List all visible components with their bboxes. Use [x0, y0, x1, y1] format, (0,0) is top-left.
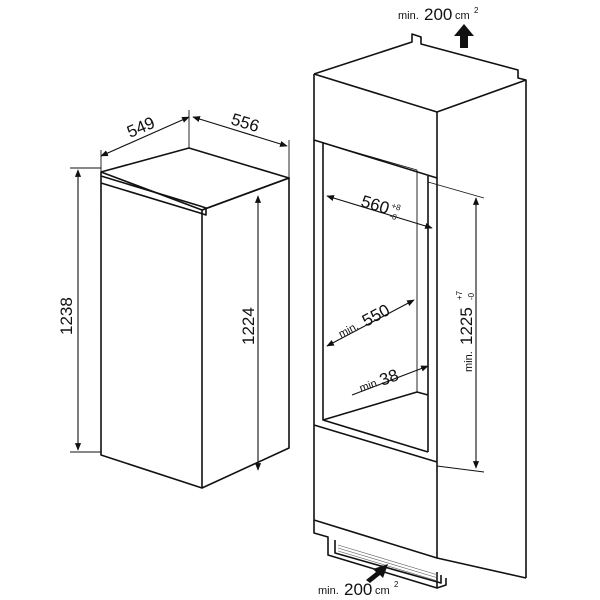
appliance-front-face	[100, 171, 203, 489]
niche-depth-dimension-line	[326, 299, 415, 347]
upper-panel-front	[313, 74, 438, 179]
niche-floor-back-edge	[322, 391, 429, 421]
niche-inner-left	[322, 143, 429, 453]
bottom-vent-unit: cm	[375, 585, 390, 597]
bottom-vent-value: 200	[344, 580, 372, 599]
lower-panel-front	[313, 425, 438, 559]
niche-height-tol-minus: -0	[467, 292, 476, 300]
width-dimension-label: 549	[124, 113, 158, 142]
arrow-diagonal-icon	[366, 564, 388, 583]
depth-dimension-label: 556	[229, 110, 262, 136]
gap-dimension-line	[351, 365, 429, 396]
width-dimension-line	[100, 116, 190, 157]
gap-prefix: min.	[358, 376, 382, 394]
niche-height-value: 1225	[457, 307, 476, 345]
top-ventilation: min. 200 cm 2	[398, 5, 479, 48]
depth-dimension-line	[192, 116, 288, 147]
bottom-vent-prefix: min.	[318, 585, 339, 597]
top-vent-prefix: min.	[398, 10, 419, 22]
appliance-drawing: 549 556 1238 1224	[57, 110, 290, 489]
niche-height-tol-plus: +7	[455, 290, 464, 300]
niche-width-tol-plus: +8	[390, 201, 402, 212]
plinth-outline	[313, 520, 438, 589]
top-vent-unit-sup: 2	[474, 6, 479, 15]
niche-width-dimension-line	[326, 195, 433, 229]
cabinet-top-outline	[313, 33, 527, 578]
top-vent-value: 200	[424, 5, 452, 24]
top-vent-unit: cm	[455, 10, 470, 22]
niche-left-frame	[313, 140, 438, 463]
appliance-top-face	[100, 147, 290, 211]
total-height-dimension-label: 1238	[57, 297, 76, 335]
niche-height-prefix: min.	[463, 351, 475, 372]
bottom-vent-unit-sup: 2	[394, 580, 399, 589]
niche-depth-prefix: min.	[337, 320, 361, 340]
arrow-up-icon	[454, 24, 474, 48]
niche-width-tol-minus: -0	[388, 211, 398, 222]
niche-width-label: 560	[359, 192, 392, 218]
plinth-vent-grille	[334, 540, 442, 584]
bottom-ventilation: min. 200 cm 2	[318, 564, 399, 599]
niche-drawing: 560 +8 -0 min. 550 min. 38 min. 1225 +7 …	[313, 33, 527, 589]
body-height-dimension-label: 1224	[239, 307, 258, 345]
appliance-side-face	[201, 177, 290, 489]
appliance-door-edge	[100, 175, 207, 216]
cabinet-top-edges	[313, 73, 527, 113]
